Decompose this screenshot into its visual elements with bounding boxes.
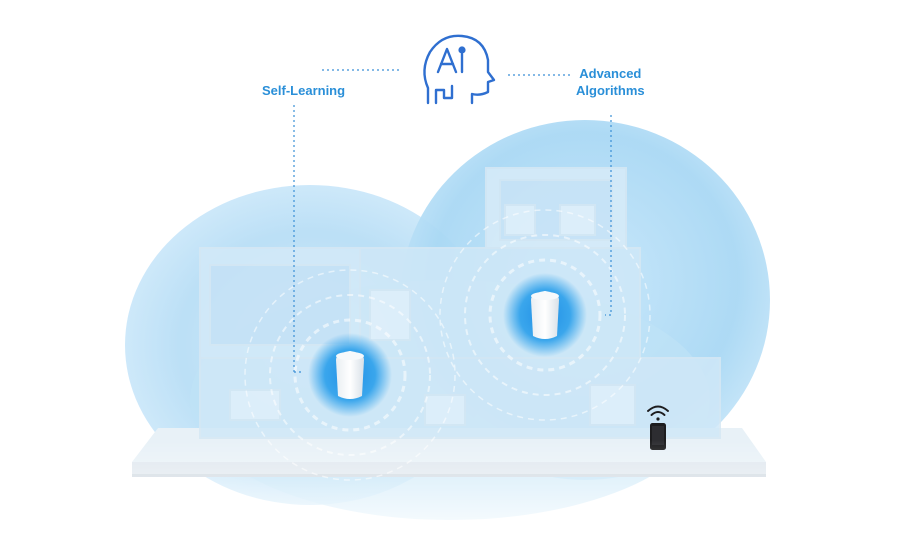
mesh-router-left [336,351,364,399]
bottom-fade [0,440,900,541]
ai-head-icon [423,34,496,105]
wifi-icon [647,405,669,421]
mesh-router-right [531,291,559,339]
signal-rings-right [439,209,651,421]
self-learning-label: Self-Learning [262,83,346,98]
advanced-algorithms-label: Advanced Algorithms [576,65,645,99]
advanced-line: Advanced [579,66,642,81]
dotted-connectors [293,69,612,373]
algorithms-line: Algorithms [576,83,645,98]
